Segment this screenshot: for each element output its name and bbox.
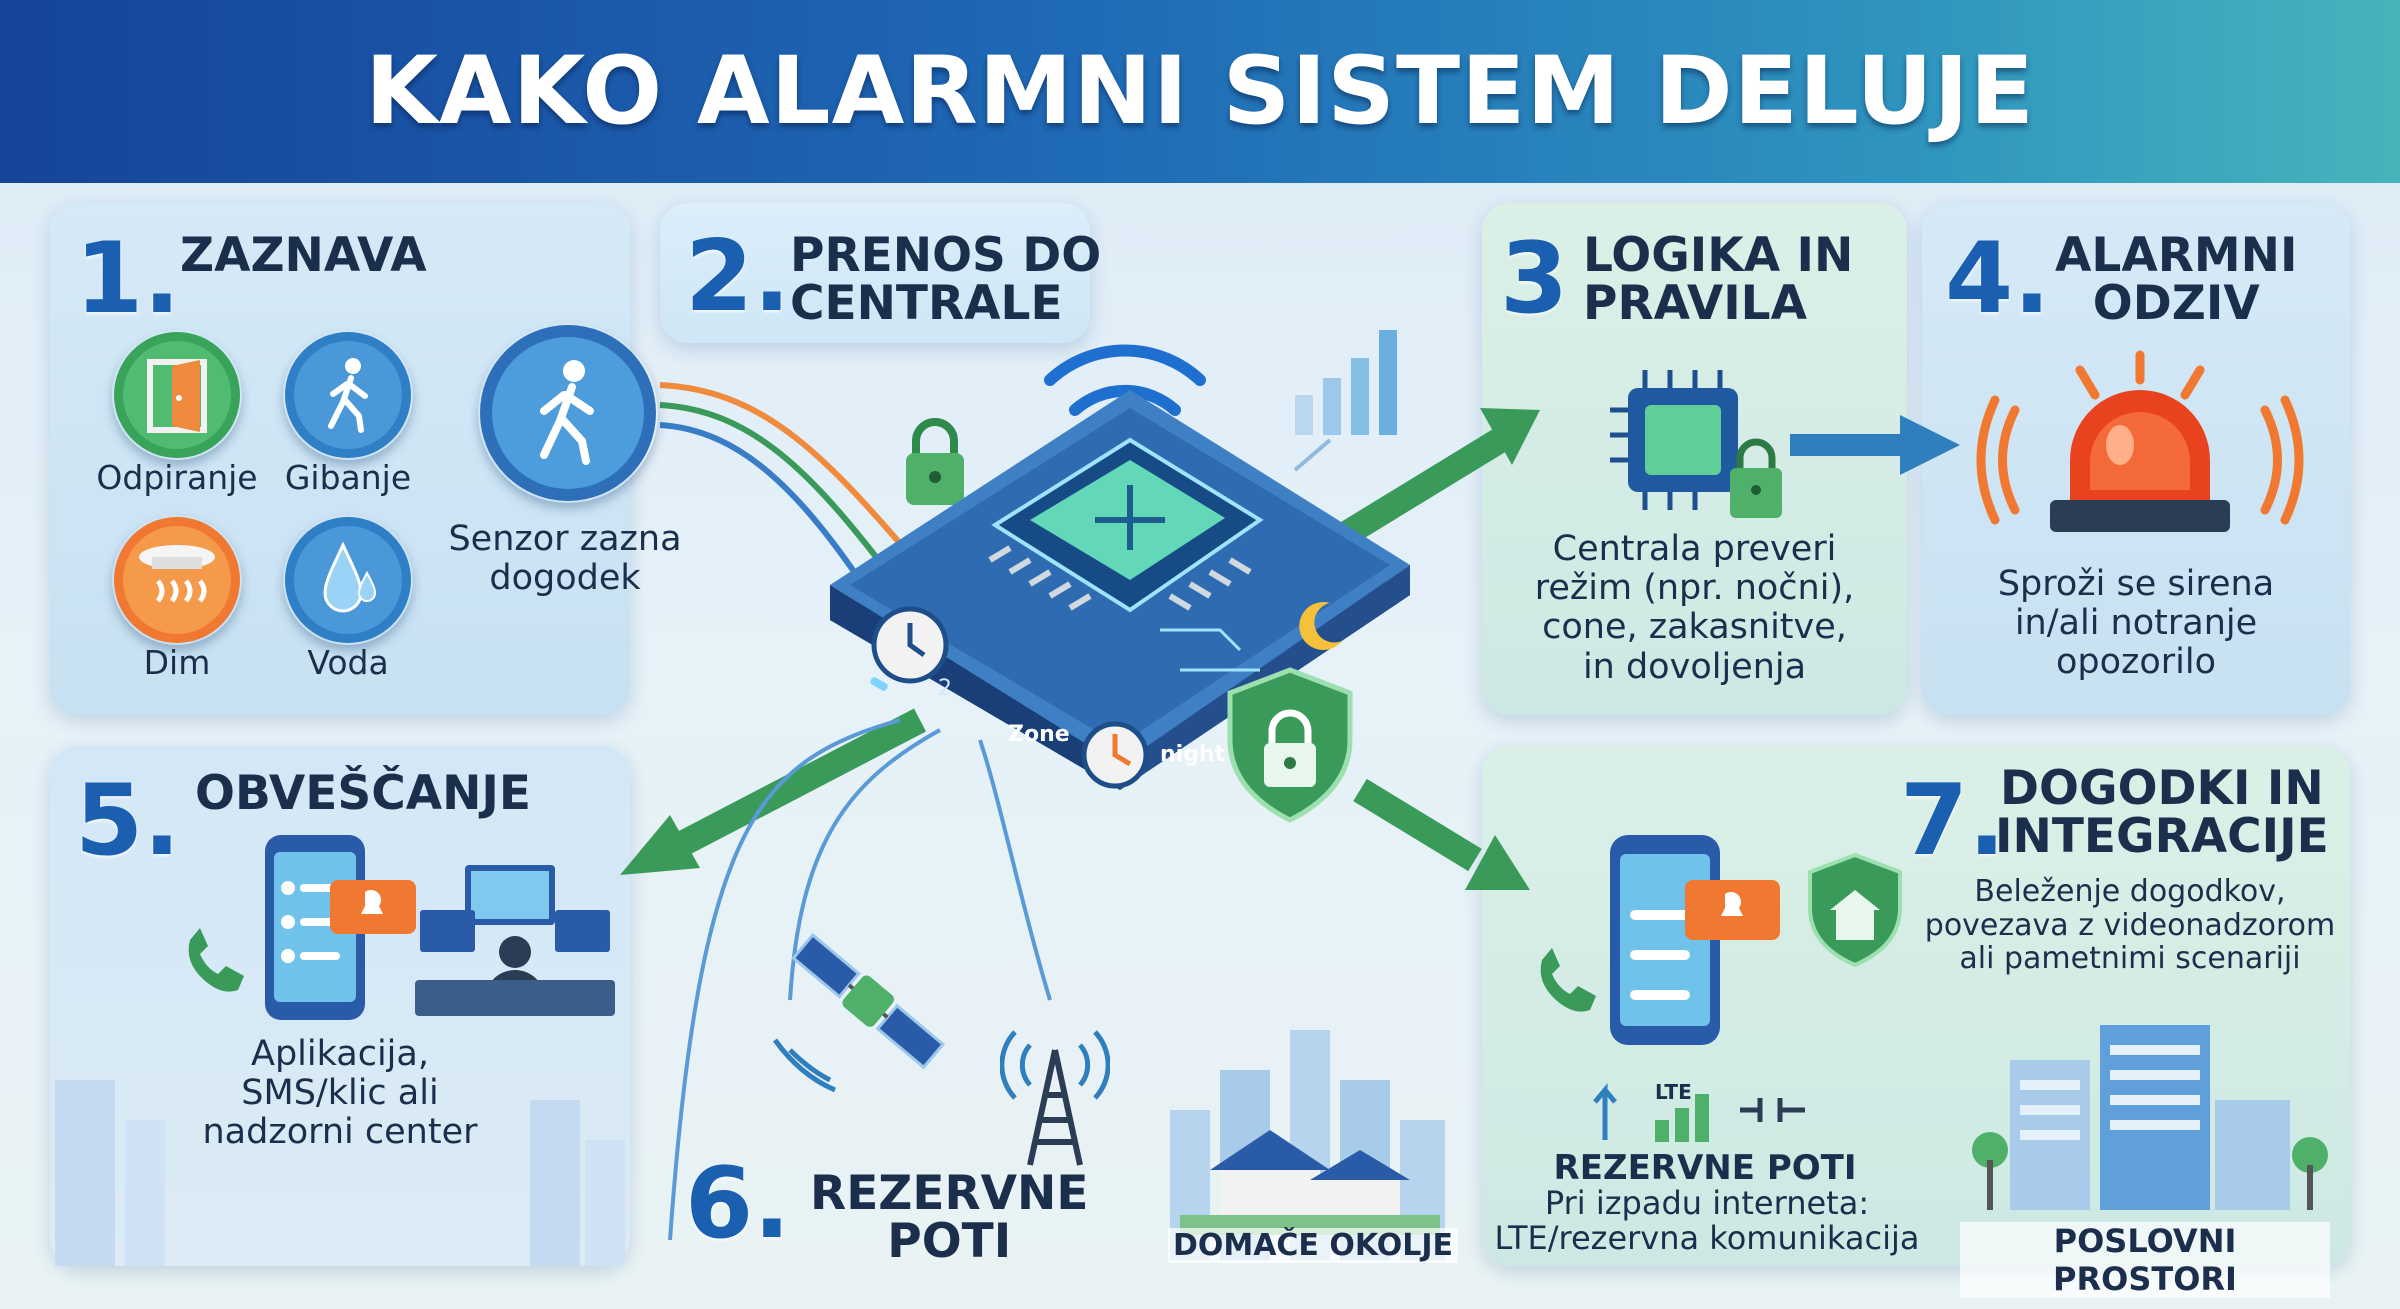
step5-number: 5. bbox=[75, 764, 181, 878]
business-label: POSLOVNI PROSTORI bbox=[1960, 1222, 2330, 1298]
title-banner bbox=[0, 0, 2400, 183]
shield-home-icon bbox=[1808, 852, 1902, 968]
signal-bars-icon bbox=[1293, 330, 1397, 472]
arrow-to-obvescanje bbox=[673, 708, 927, 857]
step4-number: 4. bbox=[1945, 222, 2051, 336]
hub-label-two: 2 bbox=[938, 676, 952, 701]
step6-title: REZERVNE POTI bbox=[810, 1166, 1089, 1270]
arrow-head-logika bbox=[1480, 408, 1540, 465]
arrow-head-obvescanje bbox=[620, 815, 700, 875]
phone-alert-icon bbox=[1540, 835, 1780, 1045]
page-title: KAKO ALARMNI SISTEM DELUJE bbox=[365, 37, 2035, 146]
step1-title: ZAZNAVA bbox=[180, 228, 427, 283]
walking-person-icon bbox=[285, 332, 411, 458]
step3-title: LOGIKA IN PRAVILA bbox=[1583, 228, 1854, 332]
business-buildings-icon bbox=[1972, 1025, 2328, 1210]
smoke-detector-icon bbox=[114, 517, 240, 643]
backup-line-1 bbox=[668, 718, 901, 1241]
step5-title: OBVEŠČANJE bbox=[195, 766, 531, 821]
orange-signal-line bbox=[659, 382, 913, 557]
timer-clock-icon bbox=[1081, 721, 1149, 789]
hub-label-zone: Zone bbox=[1008, 722, 1070, 747]
step1-number: 1. bbox=[75, 222, 181, 336]
backup-title: REZERVNE POTI bbox=[1553, 1148, 1857, 1188]
arrow-to-dogodki bbox=[1353, 778, 1482, 872]
step2-number: 2. bbox=[685, 220, 791, 334]
satellite-icon bbox=[772, 932, 946, 1093]
step6-number: 6. bbox=[685, 1147, 791, 1261]
arrow-head-dogodki bbox=[1465, 835, 1530, 890]
sensor-label-voda: Voda bbox=[307, 643, 389, 682]
step7-number: 7. bbox=[1900, 764, 2006, 878]
shield-lock-icon bbox=[1227, 667, 1353, 823]
backup-caption: Pri izpadu interneta: LTE/rezervna komun… bbox=[1494, 1184, 1920, 1258]
arrow-head-odziv bbox=[1900, 415, 1960, 475]
step3-caption: Centrala preveri režim (npr. nočni), con… bbox=[1534, 529, 1855, 687]
hub-label-night: night bbox=[1160, 742, 1226, 767]
antenna-tower-icon bbox=[1000, 1030, 1110, 1166]
step4-caption: Sproži se sirena in/ali notranje opozori… bbox=[1997, 564, 2275, 683]
step2-title: PRENOS DO CENTRALE bbox=[790, 228, 1102, 332]
blue-signal-line bbox=[659, 422, 873, 597]
step4-title: ALARMNI ODZIV bbox=[2055, 228, 2298, 332]
sensor-label-dim: Dim bbox=[143, 643, 211, 682]
sensor-label-gibanje: Gibanje bbox=[284, 458, 412, 497]
clock-icon bbox=[871, 606, 949, 684]
sensor-label-odpiranje: Odpiranje bbox=[96, 458, 258, 497]
water-drop-icon bbox=[285, 517, 411, 643]
step1-caption: Senzor zazna dogodek bbox=[448, 519, 682, 599]
motion-sensor-icon bbox=[480, 325, 656, 501]
door-icon bbox=[114, 332, 240, 458]
lte-label: LTE bbox=[1655, 1080, 1692, 1104]
step5-caption: Aplikacija, SMS/klic ali nadzorni center bbox=[202, 1034, 478, 1153]
city-skyline bbox=[55, 1080, 625, 1266]
moon-icon bbox=[1299, 602, 1342, 651]
phone-notification-icon bbox=[188, 835, 416, 1020]
step3-number: 3 bbox=[1500, 222, 1569, 336]
lte-signal-icon bbox=[1593, 1083, 1805, 1142]
backup-line-2 bbox=[788, 728, 941, 1001]
step7-caption: Beleženje dogodkov, povezava z videonadz… bbox=[1924, 874, 2336, 977]
panel-prenos bbox=[660, 203, 1090, 343]
siren-icon bbox=[1976, 350, 2304, 532]
processor-chip-icon bbox=[1610, 370, 1782, 518]
step7-title: DOGODKI IN INTEGRACIJE bbox=[1995, 761, 2329, 865]
green-signal-line bbox=[659, 402, 893, 577]
backup-line-3 bbox=[978, 739, 1052, 1001]
lock-icon bbox=[906, 418, 964, 505]
monitoring-center-icon bbox=[415, 865, 615, 1016]
home-neighborhood-icon bbox=[1170, 1030, 1445, 1260]
home-label: DOMAČE OKOLJE bbox=[1168, 1228, 1458, 1263]
